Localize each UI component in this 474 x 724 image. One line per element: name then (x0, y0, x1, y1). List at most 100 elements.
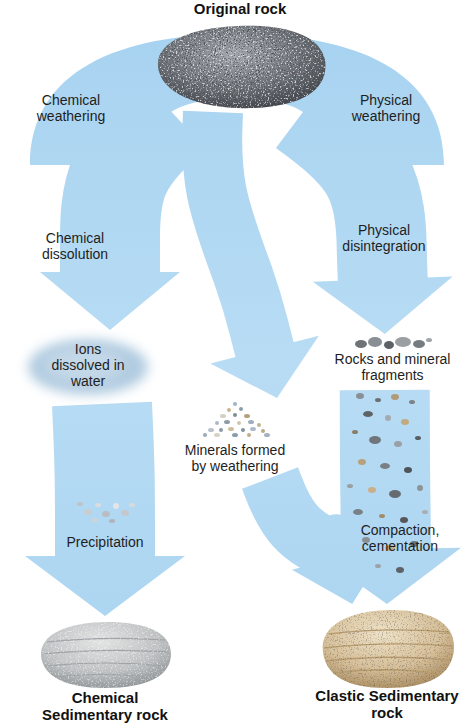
node-shape (317, 604, 457, 690)
precipitate-grain (95, 503, 101, 507)
mineral-grain (247, 433, 251, 437)
mineral-grain (224, 420, 230, 424)
gravel (352, 430, 358, 434)
pebble (368, 337, 382, 347)
pebble (355, 340, 367, 348)
gravel (409, 400, 415, 404)
process-label: Precipitation (45, 534, 165, 550)
rock-body (41, 622, 171, 688)
gravel (363, 411, 373, 417)
arrow-head (25, 556, 185, 616)
gravel (422, 510, 428, 514)
rock-texture (158, 26, 326, 108)
mineral-grain (264, 433, 270, 437)
gravel (404, 467, 412, 473)
precipitate-grain (84, 509, 92, 515)
gravel (347, 484, 353, 488)
gravel (358, 459, 366, 465)
gravel (385, 415, 391, 421)
mineral-grain (214, 433, 220, 437)
gravel (389, 490, 401, 498)
mineral-grain (261, 429, 265, 433)
rock-texture (158, 26, 326, 108)
process-label: Compaction, cementation (345, 522, 455, 554)
arrow-head (311, 548, 461, 604)
mineral-grain (208, 428, 214, 432)
arrow-head (210, 336, 318, 398)
pebble (384, 341, 394, 349)
process-label: Chemical dissolution (28, 230, 122, 262)
process-label: Chemical weathering (25, 92, 117, 124)
fragment-node: Rocks and mineral fragments (315, 334, 470, 390)
mineral-grain (233, 413, 237, 417)
process-label: Physical disintegration (332, 222, 436, 254)
node-shape (353, 334, 433, 350)
gravel (375, 564, 381, 568)
pebble (395, 337, 411, 347)
mineral-grain (215, 421, 219, 425)
gravel (356, 393, 364, 399)
connector-layer (25, 112, 461, 616)
arrow-head (313, 276, 453, 334)
node-text: Clastic Sedimentary rock (312, 688, 462, 722)
precipitate-grain (129, 503, 135, 507)
precipitate-grain (92, 518, 98, 522)
precipitate-grain (109, 519, 115, 523)
pebble (426, 338, 432, 342)
flow-arrow (25, 404, 185, 616)
gravel (369, 436, 381, 444)
rock-texture (323, 610, 454, 688)
mineral-grain (219, 428, 223, 432)
flow-band (270, 478, 341, 559)
node-text: Minerals formed by weathering (177, 442, 293, 474)
ion-cloud: Ions dissolved in water (18, 330, 158, 404)
mineral-grain (232, 433, 238, 437)
mineral-node: Minerals formed by weathering (165, 398, 305, 478)
mineral-grain (227, 408, 231, 412)
precipitate-grain (102, 511, 110, 517)
mineral-grain (241, 428, 245, 432)
mineral-grain (220, 414, 226, 418)
chemical-rock: Chemical Sedimentary rock (15, 616, 195, 722)
mineral-grain (244, 414, 250, 418)
flow-band (110, 112, 172, 274)
flow-arrow (311, 390, 461, 604)
flow-band (303, 112, 383, 281)
pebble (413, 340, 425, 348)
node-text: Rocks and mineral fragments (330, 351, 455, 383)
node-text: Chemical Sedimentary rock (30, 690, 180, 724)
mineral-grain (237, 421, 241, 425)
flow-arrow (40, 112, 180, 330)
arrow-head (40, 272, 180, 330)
mineral-grain (250, 427, 256, 431)
mineral-grain (239, 407, 243, 411)
node-text: Original rock (150, 1, 330, 18)
mineral-grain (248, 420, 254, 424)
flow-arrow (303, 112, 453, 334)
source-rock: Original rock (150, 0, 330, 112)
node-text: Ions dissolved in water (46, 341, 130, 389)
gravel (401, 419, 409, 425)
gravel (353, 509, 363, 515)
clastic-rock: Clastic Sedimentary rock (300, 604, 474, 722)
cloud-haze (28, 339, 148, 395)
gravel (396, 567, 404, 573)
node-shape (195, 398, 275, 438)
precipitate-grain (113, 503, 119, 509)
gravel (380, 463, 390, 469)
gravel (375, 398, 381, 402)
rock-texture (41, 622, 171, 688)
gravel (417, 485, 423, 491)
rock-body (158, 26, 326, 108)
rock-body (323, 610, 454, 688)
mineral-grain (203, 433, 207, 437)
gravel (394, 441, 402, 447)
gravel (391, 394, 399, 400)
gravel (415, 436, 421, 440)
mineral-grain (228, 427, 234, 431)
node-shape (35, 616, 175, 690)
gravel (368, 487, 376, 493)
mineral-grain (233, 402, 237, 406)
process-label: Physical weathering (338, 92, 434, 124)
mineral-grain (257, 423, 261, 427)
